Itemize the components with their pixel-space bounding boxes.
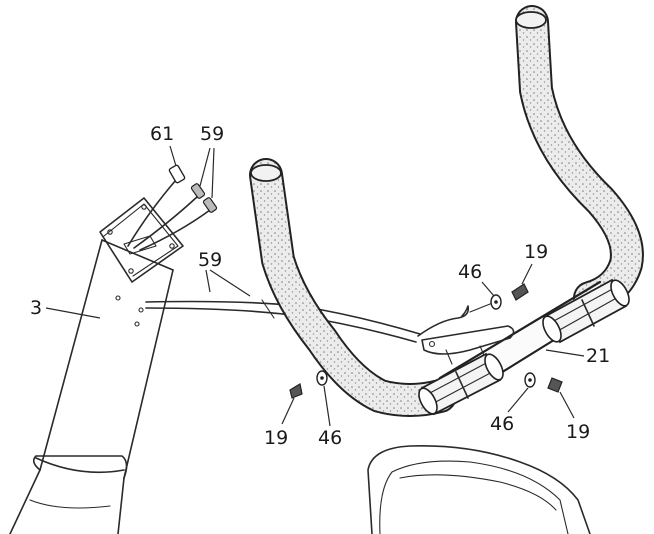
callout-19-right-top: 19 [524,241,548,263]
callout-46-bottom: 46 [490,413,514,435]
callout-46-left: 46 [318,427,342,449]
pulse-grip-right [542,278,630,344]
callout-21: 21 [586,345,610,367]
bolt-washer-left [289,370,328,399]
handlebar-tube [249,5,644,417]
cable-connectors [127,164,218,251]
column-post [9,239,174,534]
callouts: 61 59 59 3 46 19 21 19 46 46 19 [30,123,610,449]
callout-61: 61 [150,123,174,145]
callout-59-top: 59 [200,123,224,145]
leader-lines [45,145,585,427]
callout-46-right-top: 46 [458,261,482,283]
pulse-grip-left [418,352,504,416]
callout-3: 3 [30,297,42,319]
seat [367,445,591,534]
callout-19-left: 19 [264,427,288,449]
bolt-washer-right-bottom [524,372,563,393]
callout-19-bottom: 19 [566,421,590,443]
callout-59-mid: 59 [198,249,222,271]
bolt-washer-right-top [469,283,529,313]
console-plate [99,197,184,283]
